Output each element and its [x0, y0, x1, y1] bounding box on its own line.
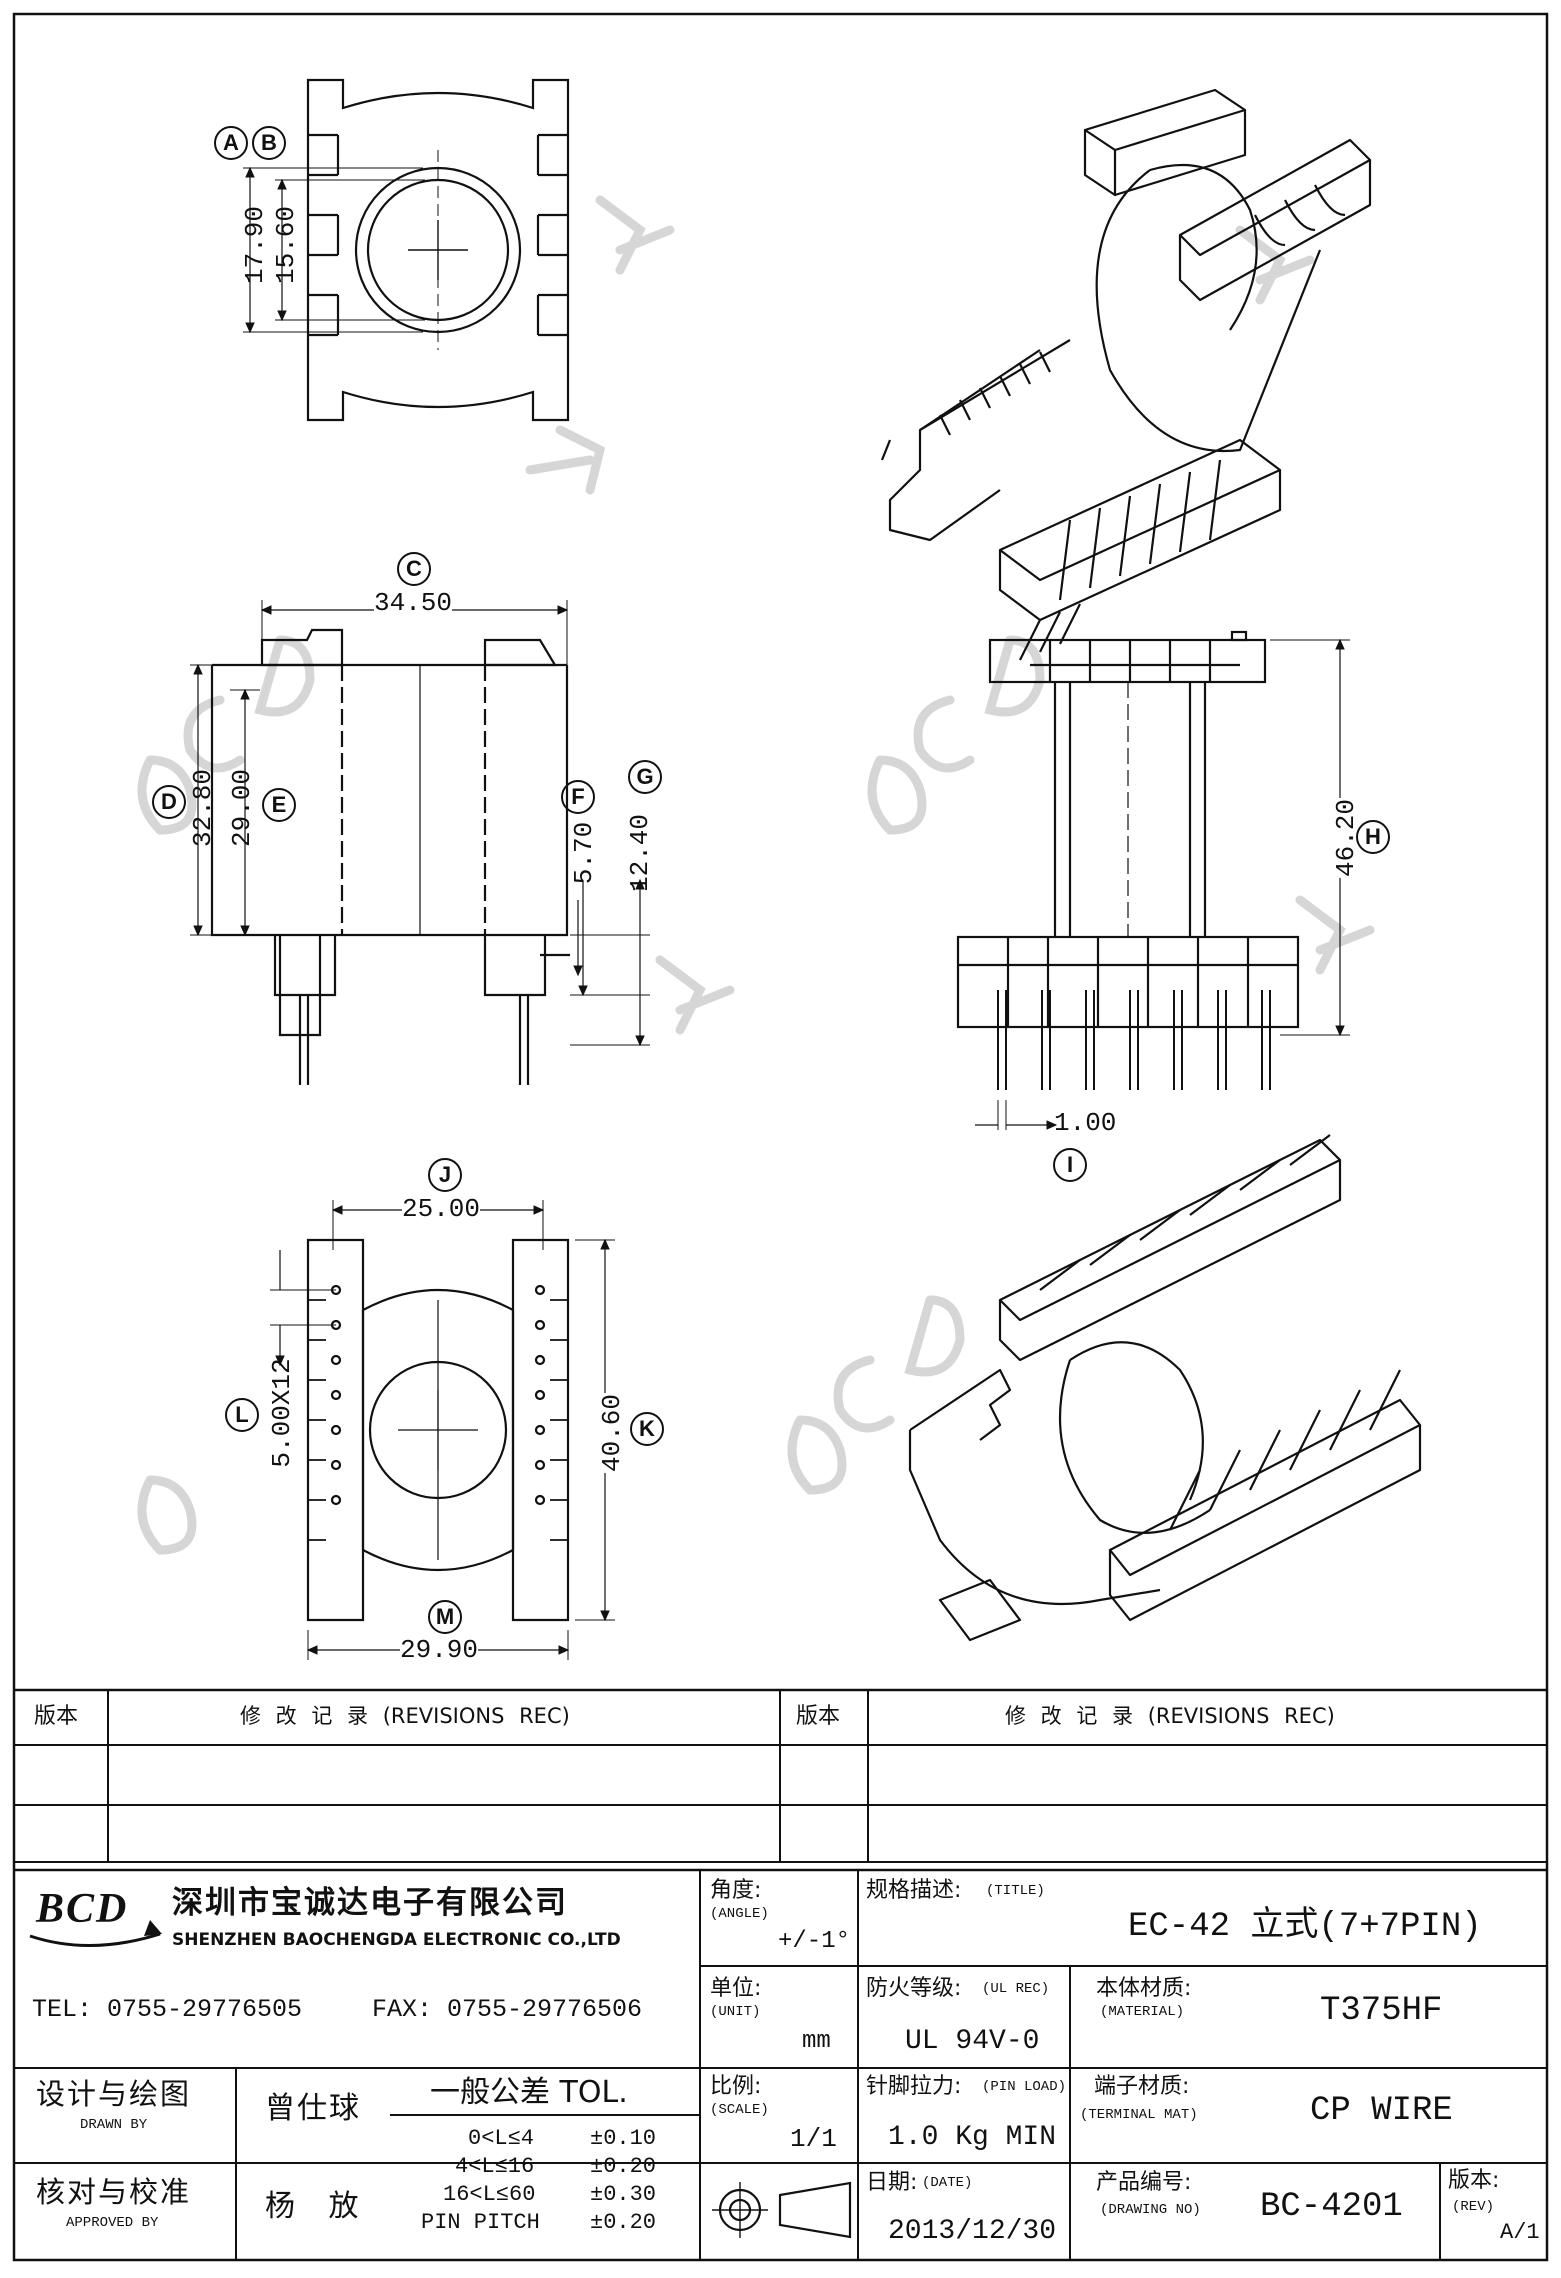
- drawing-no-label-en: (DRAWING NO): [1100, 2202, 1201, 2218]
- iso-view-bottom: [908, 1134, 1422, 1642]
- title-value: EC-42 立式(7+7PIN): [1128, 1908, 1482, 1946]
- top-view: [243, 78, 570, 422]
- tol-range-3: 16<L≤60: [443, 2182, 536, 2207]
- dim-12-40: 12.40: [625, 814, 655, 893]
- terminal-label-cn: 端子材质:: [1094, 2074, 1190, 2099]
- drawing-no-label-cn: 产品编号:: [1096, 2170, 1192, 2195]
- date-value: 2013/12/30: [888, 2216, 1057, 2247]
- tol-range-1: 0<L≤4: [468, 2126, 535, 2151]
- dim-15-60: 15.60: [271, 206, 301, 285]
- rev-label-en: (REV): [1452, 2199, 1495, 2215]
- tolerance-header: 一般公差 TOL.: [430, 2075, 628, 2110]
- dim-34-50: 34.50: [374, 588, 453, 618]
- rev-desc-header-right: 修 改 记 录 (REVISIONS REC): [1005, 1704, 1335, 1728]
- pin-load-label-en: (PIN LOAD): [982, 2079, 1067, 2095]
- drawing-no-value: BC-4201: [1260, 2188, 1403, 2226]
- watermark: [137, 195, 1375, 1555]
- iso-view-top: [880, 88, 1372, 661]
- bottom-view: [270, 1200, 615, 1660]
- terminal-value: CP WIRE: [1310, 2092, 1453, 2130]
- dim-29-90: 29.90: [400, 1635, 479, 1665]
- callout-h: H: [1356, 820, 1390, 854]
- tol-range-4: PIN PITCH: [421, 2210, 540, 2235]
- material-label-cn: 本体材质:: [1096, 1976, 1192, 2001]
- bcd-logo-icon: [29, 1920, 162, 1947]
- scale-value: 1/1: [790, 2124, 837, 2154]
- tol-value-4: ±0.20: [590, 2210, 657, 2235]
- title-label-cn: 规格描述:: [866, 1878, 962, 1903]
- dim-25-00: 25.00: [402, 1194, 481, 1224]
- callout-g: G: [628, 760, 662, 794]
- projection-symbol-icon: [712, 2181, 852, 2239]
- scale-label-cn: 比例:: [710, 2074, 762, 2099]
- ul-label-en: (UL REC): [982, 1981, 1050, 1997]
- dim-5-70: 5.70: [569, 821, 599, 885]
- company-name-cn: 深圳市宝诚达电子有限公司: [172, 1885, 568, 1921]
- callout-c: C: [397, 552, 431, 586]
- tol-value-3: ±0.30: [590, 2182, 657, 2207]
- ul-value: UL 94V-0: [905, 2026, 1040, 2057]
- tol-value-1: ±0.10: [590, 2126, 657, 2151]
- material-value: T375HF: [1320, 1992, 1443, 2030]
- callout-f: F: [561, 780, 595, 814]
- callout-i: I: [1053, 1148, 1087, 1182]
- drawn-by-label-cn: 设计与绘图: [36, 2077, 192, 2111]
- dim-32-80: 32.80: [188, 769, 218, 848]
- pin-load-label-cn: 针脚拉力:: [866, 2074, 962, 2099]
- ul-label-cn: 防火等级:: [866, 1976, 962, 2001]
- angle-label-en: (ANGLE): [710, 1906, 769, 1922]
- rev-col-header-left: 版本: [34, 1704, 79, 1729]
- callout-a: A: [214, 126, 248, 160]
- angle-value: +/-1°: [778, 1928, 851, 1955]
- sheet-border: [12, 12, 1549, 2262]
- approved-by-label-en: APPROVED BY: [66, 2215, 159, 2231]
- rev-desc-header-left: 修 改 记 录 (REVISIONS REC): [240, 1704, 570, 1728]
- unit-label-en: (UNIT): [710, 2004, 761, 2020]
- dim-17-90: 17.90: [240, 206, 270, 285]
- company-tel: TEL: 0755-29776505: [32, 1995, 303, 2024]
- callout-l: L: [225, 1398, 259, 1432]
- dim-5-00x12: 5.00X12: [267, 1358, 297, 1468]
- company-name-en: SHENZHEN BAOCHENGDA ELECTRONIC CO.,LTD: [172, 1930, 621, 1950]
- angle-label-cn: 角度:: [710, 1878, 762, 1903]
- tol-value-2: ±0.20: [590, 2154, 657, 2179]
- dim-1-00: 1.00: [1054, 1108, 1117, 1138]
- tol-range-2: 4<L≤16: [455, 2154, 535, 2179]
- unit-value: mm: [802, 2028, 831, 2055]
- drawn-by-label-en: DRAWN BY: [80, 2117, 148, 2133]
- date-label-cn: 日期:: [866, 2170, 918, 2195]
- material-label-en: (MATERIAL): [1100, 2004, 1185, 2020]
- callout-k: K: [630, 1412, 664, 1446]
- date-label-en: (DATE): [922, 2175, 973, 2191]
- rev-value: A/1: [1500, 2220, 1540, 2245]
- company-logo: BCD: [36, 1886, 129, 1932]
- callout-b: B: [252, 126, 286, 160]
- approved-by-value: 杨 放: [265, 2189, 359, 2224]
- callout-j: J: [428, 1158, 462, 1192]
- rev-col-header-right: 版本: [796, 1704, 841, 1729]
- pin-load-value: 1.0 Kg MIN: [888, 2122, 1057, 2153]
- callout-d: D: [152, 785, 186, 819]
- dim-40-60: 40.60: [597, 1393, 627, 1473]
- dim-29-00: 29.00: [227, 769, 257, 848]
- callout-m: M: [428, 1600, 462, 1634]
- company-fax: FAX: 0755-29776506: [372, 1995, 643, 2024]
- drawn-by-value: 曾仕球: [265, 2091, 361, 2126]
- rev-label-cn: 版本:: [1448, 2168, 1500, 2193]
- title-label-en: (TITLE): [986, 1883, 1045, 1899]
- callout-e: E: [262, 788, 296, 822]
- terminal-label-en: (TERMINAL MAT): [1080, 2107, 1198, 2123]
- approved-by-label-cn: 核对与校准: [36, 2175, 192, 2209]
- unit-label-cn: 单位:: [710, 1976, 762, 2001]
- title-block-grid: [14, 1688, 1547, 2260]
- scale-label-en: (SCALE): [710, 2102, 769, 2118]
